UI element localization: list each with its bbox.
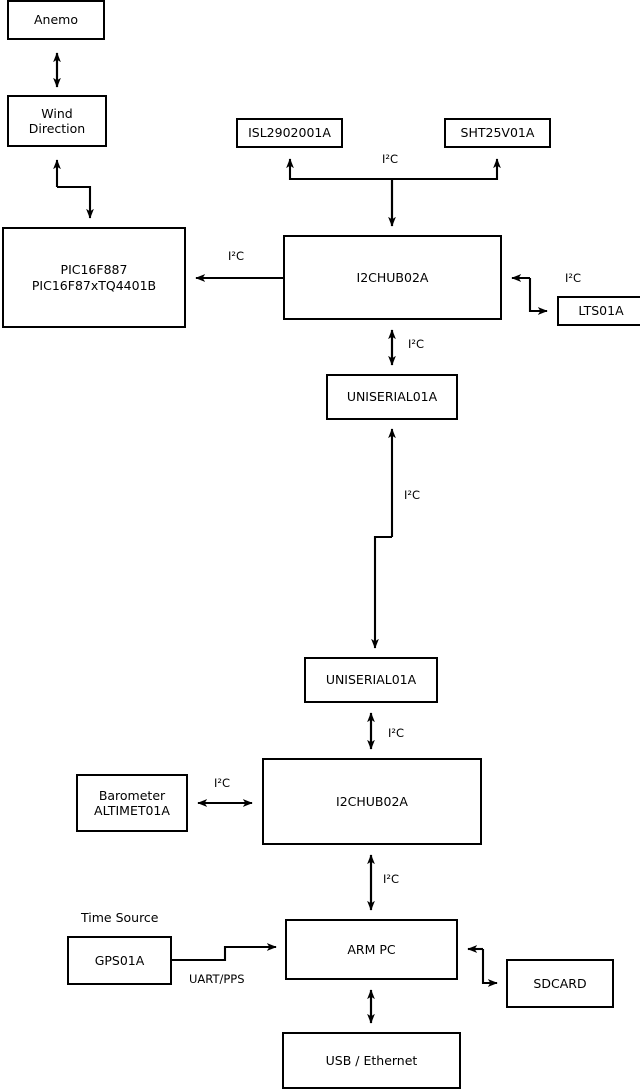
node-lts01a-label: LTS01A xyxy=(578,303,624,319)
edge-label-i2c-pic-hub: I²C xyxy=(228,249,245,263)
node-gps01a-label: GPS01A xyxy=(94,952,145,968)
node-usb-ethernet[interactable]: USB / Ethernet xyxy=(282,1032,461,1089)
node-uniserial01a-bottom[interactable]: UNISERIAL01A xyxy=(304,657,438,703)
node-i2chub02a-top[interactable]: I2CHUB02A xyxy=(283,235,502,320)
node-usb-ethernet-label: USB / Ethernet xyxy=(325,1052,418,1068)
node-barometer-altimet01a-label: Barometer ALTIMET01A xyxy=(94,787,170,818)
wire-hub-isl xyxy=(286,158,394,226)
node-wind-direction[interactable]: Wind Direction xyxy=(7,95,107,147)
edge-label-i2c-uniserial-hub2: I²C xyxy=(388,726,405,740)
node-arm-pc-label: ARM PC xyxy=(347,941,396,957)
wire-gps-armpc xyxy=(172,943,277,962)
node-lts01a[interactable]: LTS01A xyxy=(557,296,640,326)
wire-uniserial-link-down xyxy=(371,535,392,649)
node-isl2902001a-label: ISL2902001A xyxy=(248,125,331,141)
node-arm-pc[interactable]: ARM PC xyxy=(285,919,458,980)
node-uniserial01a-top-label: UNISERIAL01A xyxy=(346,389,438,405)
node-i2chub02a-bottom-label: I2CHUB02A xyxy=(336,793,408,809)
node-sdcard[interactable]: SDCARD xyxy=(506,959,614,1008)
node-anemo[interactable]: Anemo xyxy=(7,0,105,40)
node-uniserial01a-top[interactable]: UNISERIAL01A xyxy=(326,374,458,420)
edge-label-i2c-hub-lts: I²C xyxy=(565,271,582,285)
wire-hub-lts xyxy=(528,278,548,315)
node-i2chub02a-bottom[interactable]: I2CHUB02A xyxy=(262,758,482,845)
node-pic-mcu[interactable]: PIC16F887 PIC16F87xTQ4401B xyxy=(2,227,186,328)
wire-hub-sht xyxy=(392,158,501,181)
node-uniserial01a-bottom-label: UNISERIAL01A xyxy=(325,672,417,688)
node-barometer-altimet01a[interactable]: Barometer ALTIMET01A xyxy=(76,774,188,832)
node-isl2902001a[interactable]: ISL2902001A xyxy=(236,118,343,148)
wire-armpc-sdcard xyxy=(481,949,498,987)
node-sdcard-label: SDCARD xyxy=(533,975,587,991)
edge-label-i2c-uniserial-link: I²C xyxy=(404,488,421,502)
node-gps01a[interactable]: GPS01A xyxy=(67,936,172,985)
edge-label-i2c-isl-sht: I²C xyxy=(382,152,399,166)
node-pic-mcu-label: PIC16F887 PIC16F87xTQ4401B xyxy=(31,262,157,293)
node-wind-direction-label: Wind Direction xyxy=(28,105,86,136)
edge-label-uart-pps: UART/PPS xyxy=(189,972,245,986)
node-sht25v01a-label: SHT25V01A xyxy=(460,125,535,141)
edge-label-i2c-barometer-hub2: I²C xyxy=(214,776,231,790)
wire-winddir-pic xyxy=(57,185,94,219)
node-anemo-label: Anemo xyxy=(34,12,78,28)
edge-label-i2c-hub-uniserial: I²C xyxy=(408,337,425,351)
label-time-source: Time Source xyxy=(81,910,159,925)
node-sht25v01a[interactable]: SHT25V01A xyxy=(444,118,551,148)
node-i2chub02a-top-label: I2CHUB02A xyxy=(356,269,429,285)
edge-label-i2c-hub2-armpc: I²C xyxy=(383,872,400,886)
